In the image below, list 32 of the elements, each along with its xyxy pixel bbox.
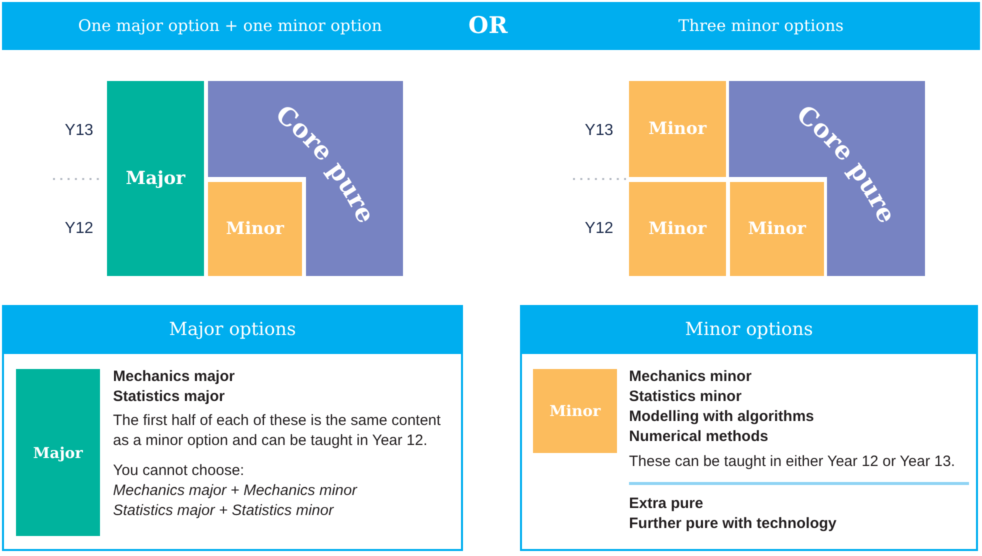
option-name: Statistics minor xyxy=(629,387,743,407)
option-name: Mechanics major xyxy=(113,367,236,387)
options-panel xyxy=(2,305,463,551)
major-block: Major xyxy=(107,81,204,276)
minor-block: Minor xyxy=(533,369,617,453)
option-name: Statistics major xyxy=(113,387,226,407)
minor-block: Minor xyxy=(730,182,824,276)
header-banner xyxy=(2,2,980,50)
note-text: You cannot choose: xyxy=(113,461,246,481)
description-text: The first half of each of these is the same content as a minor option and can be taught in Year 12. xyxy=(113,411,442,451)
minor-block: Minor xyxy=(629,182,726,276)
option-heading: Three minor options xyxy=(678,15,844,37)
panel-header: Minor options xyxy=(520,305,978,354)
panel-header: Major options xyxy=(2,305,463,354)
or-text: OR xyxy=(468,11,508,41)
description-text: These can be taught in either Year 12 or Year 13. xyxy=(629,452,956,472)
minor-block: Minor xyxy=(629,81,726,177)
year-label: Y12 xyxy=(64,220,94,238)
year-label: Y12 xyxy=(584,220,614,238)
excluded-combination: Statistics major + Statistics minor xyxy=(113,501,335,521)
option-name: Modelling with algorithms xyxy=(629,407,815,427)
option-name: Numerical methods xyxy=(629,427,770,447)
excluded-combination: Mechanics major + Mechanics minor xyxy=(113,481,358,501)
option-name: Mechanics minor xyxy=(629,367,753,387)
minor-block: Minor xyxy=(208,182,302,276)
year-label: Y13 xyxy=(584,122,614,140)
option-name: Further pure with technology xyxy=(629,514,838,534)
option-name: Extra pure xyxy=(629,494,704,514)
major-block: Major xyxy=(16,369,100,536)
options-panel xyxy=(520,305,978,551)
option-heading: One major option + one minor option xyxy=(78,15,382,37)
year-label: Y13 xyxy=(64,122,94,140)
